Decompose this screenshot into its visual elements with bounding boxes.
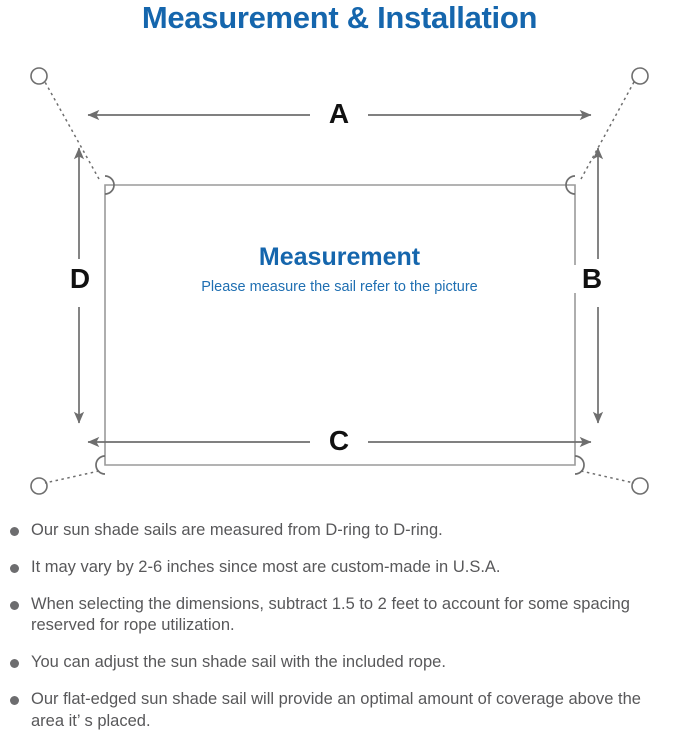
- anchor-circle-top-right: [631, 67, 649, 85]
- dimension-label-b: B: [570, 265, 614, 293]
- list-item: Our flat-edged sun shade sail will provi…: [0, 689, 679, 733]
- dimension-label-c: C: [317, 427, 361, 455]
- note-text: When selecting the dimensions, subtract …: [31, 594, 630, 635]
- note-text: Our flat-edged sun shade sail will provi…: [31, 689, 641, 730]
- page-title: Measurement & Installation: [141, 0, 538, 35]
- list-item: It may vary by 2-6 inches since most are…: [0, 557, 679, 579]
- leader-line-top-right: [580, 81, 635, 180]
- measurement-diagram: A B C D Measurement Please measure the s…: [0, 45, 679, 515]
- list-item: Our sun shade sails are measured from D-…: [0, 520, 679, 542]
- leader-line-bottom-left: [44, 470, 100, 484]
- bullet-icon: [10, 563, 19, 573]
- sail-diagram-svg: [30, 67, 649, 495]
- anchor-circle-bottom-right: [631, 477, 649, 495]
- d-ring-top-left: [104, 175, 115, 195]
- note-text: It may vary by 2-6 inches since most are…: [31, 557, 501, 576]
- anchor-circle-top-left: [30, 67, 48, 85]
- sail-outline: [104, 184, 576, 466]
- dimension-label-d: D: [58, 265, 102, 293]
- bullet-icon: [10, 659, 19, 669]
- d-ring-bottom-right: [574, 455, 585, 475]
- d-ring-bottom-left: [95, 455, 106, 475]
- leader-line-bottom-right: [580, 470, 635, 484]
- note-text: You can adjust the sun shade sail with t…: [31, 653, 446, 672]
- bullet-icon: [10, 600, 19, 610]
- notes-list: Our sun shade sails are measured from D-…: [0, 520, 679, 747]
- leader-line-top-left: [44, 81, 100, 180]
- note-text: Our sun shade sails are measured from D-…: [31, 521, 443, 539]
- bullet-icon: [10, 527, 19, 536]
- anchor-circle-bottom-left: [30, 477, 48, 495]
- list-item: When selecting the dimensions, subtract …: [0, 594, 679, 638]
- dimension-label-a: A: [317, 100, 361, 128]
- d-ring-top-right: [565, 175, 576, 195]
- bullet-icon: [10, 695, 19, 705]
- list-item: You can adjust the sun shade sail with t…: [0, 652, 679, 674]
